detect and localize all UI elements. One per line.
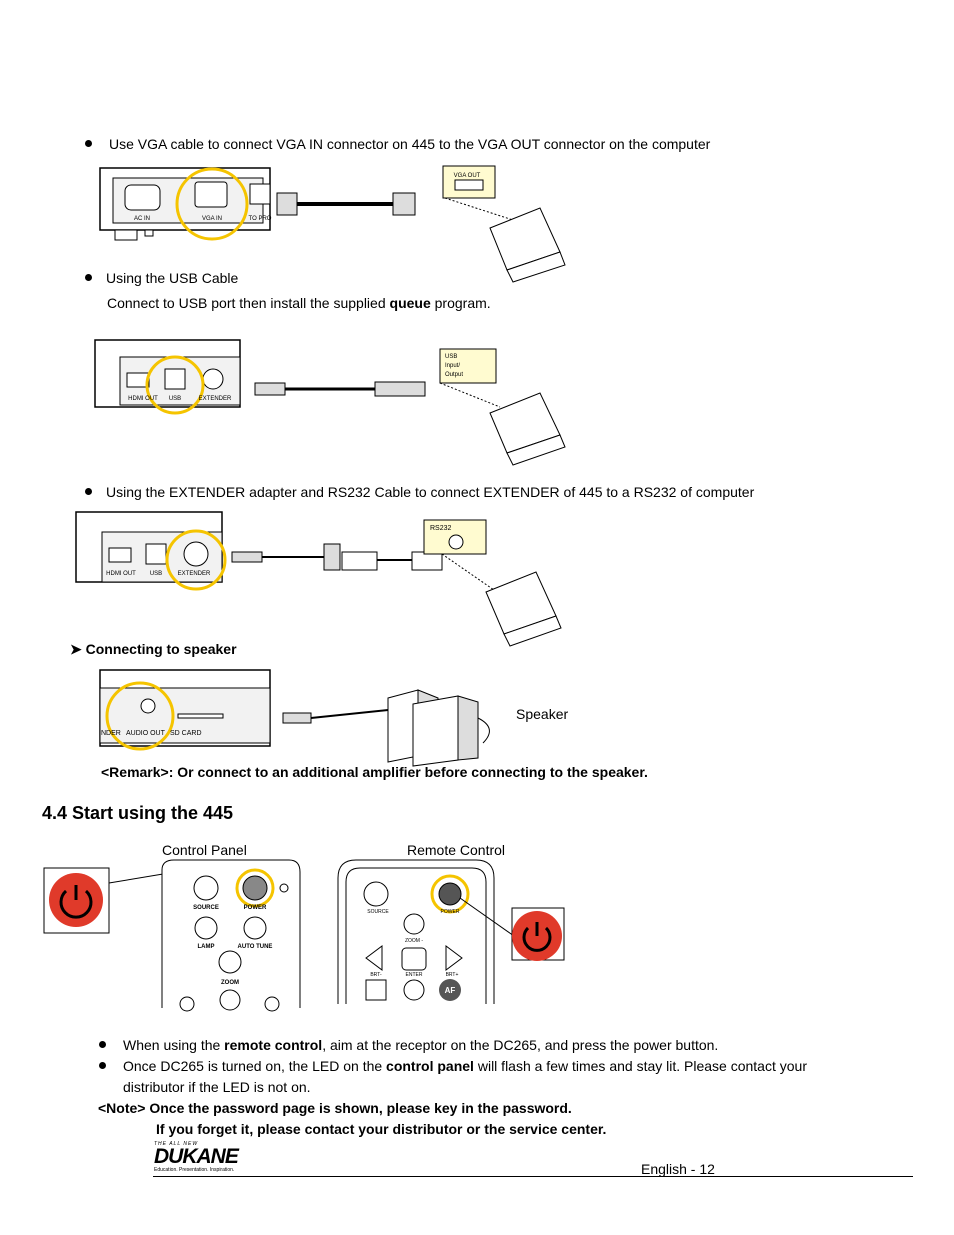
logo-top-text: THE ALL NEW [154, 1141, 199, 1147]
speaker-port-sd-card: SD CARD [170, 730, 202, 737]
page-number: English - 12 [641, 1161, 715, 1177]
remote-btn-brt-plus: BRT+ [446, 972, 459, 978]
usb-port-extender: EXTENDER [199, 396, 232, 402]
speaker-heading-text: Connecting to speaker [85, 641, 237, 657]
usb-desc-pre: Connect to USB port then install the sup… [107, 295, 390, 311]
remote-btn-source: SOURCE [367, 909, 389, 915]
remote-btn-zoom: ZOOM - [405, 938, 423, 944]
usb-desc-bold: queue [389, 295, 431, 311]
panel-btn-lamp: LAMP [198, 944, 215, 950]
speaker-connection-figure: NDER AUDIO OUT SD CARD [99, 669, 490, 767]
speaker-remark: <Remark>: Or connect to an additional am… [101, 764, 648, 780]
instruction-remote: When using the remote control, aim at th… [123, 1037, 718, 1053]
note-line-2: If you forget it, please contact your di… [156, 1121, 607, 1137]
logo-text: DUKANE [154, 1145, 239, 1168]
footer-rule [153, 1176, 913, 1177]
panel-btn-source: SOURCE [193, 905, 219, 911]
dukane-logo: THE ALL NEW DUKANE Education. Presentati… [154, 1141, 254, 1173]
bullet-icon [99, 1062, 106, 1069]
usb-laptop-label-1: USB [445, 354, 457, 360]
ext-port-extender: EXTENDER [178, 571, 211, 577]
panel-btn-auto-tune: AUTO TUNE [238, 944, 273, 950]
instruction-remote-bold: remote control [224, 1037, 323, 1053]
instruction-panel-pre: Once DC265 is turned on, the LED on the [123, 1058, 387, 1074]
bullet-icon [85, 140, 92, 147]
speaker-label: Speaker [516, 706, 569, 722]
speaker-port-nder: NDER [101, 730, 121, 737]
usb-connection-figure: HDMI OUT USB EXTENDER USB Input/ Output [94, 339, 566, 466]
remote-control-figure: SOURCE POWER ZOOM - BRT- ENTER BRT+ AF [337, 859, 565, 1004]
remote-btn-af: AF [445, 986, 456, 995]
vga-connection-figure: AC IN VGA IN TO PRO VGA OUT [99, 165, 566, 283]
panel-btn-power: POWER [244, 905, 267, 911]
ext-laptop-label: RS232 [430, 525, 452, 532]
ext-port-hdmi: HDMI OUT [106, 571, 136, 577]
extender-connection-figure: HDMI OUT USB EXTENDER RS232 [75, 511, 562, 647]
arrow-bullet-icon: ➤ [70, 641, 86, 657]
bullet-icon [85, 488, 92, 495]
extender-bullet-text: Using the EXTENDER adapter and RS232 Cab… [106, 484, 755, 500]
speaker-heading: ➤ Connecting to speaker [70, 641, 237, 658]
vga-port-ac-in: AC IN [134, 216, 150, 222]
usb-laptop-label-3: Output [445, 372, 463, 378]
bullet-icon [99, 1041, 106, 1048]
usb-bullet-text: Using the USB Cable [106, 270, 239, 286]
logo-tagline: Education. Presentation. Inspiration. [154, 1167, 235, 1173]
vga-laptop-label: VGA OUT [454, 173, 481, 179]
note-line-1: <Note> Once the password page is shown, … [98, 1100, 572, 1116]
control-panel-label: Control Panel [162, 842, 247, 858]
usb-description: Connect to USB port then install the sup… [107, 295, 491, 311]
remote-btn-enter: ENTER [406, 972, 423, 978]
instruction-panel-line2: distributor if the LED is not on. [123, 1079, 311, 1095]
section-heading: 4.4 Start using the 445 [42, 803, 234, 823]
remote-btn-brt-minus: BRT- [370, 972, 382, 978]
usb-desc-post: program. [430, 295, 491, 311]
vga-bullet-text: Use VGA cable to connect VGA IN connecto… [109, 136, 711, 152]
vga-port-vga-in: VGA IN [202, 216, 222, 222]
usb-laptop-label-2: Input/ [445, 363, 460, 369]
instruction-panel-bold: control panel [386, 1058, 474, 1074]
usb-port-usb: USB [169, 396, 181, 402]
usb-port-hdmi: HDMI OUT [128, 396, 158, 402]
speaker-port-audio-out: AUDIO OUT [126, 730, 166, 737]
ext-port-usb: USB [150, 571, 162, 577]
panel-btn-zoom: ZOOM [221, 980, 239, 986]
remote-btn-power: POWER [441, 909, 460, 915]
vga-port-to-pro: TO PRO [249, 216, 272, 222]
control-panel-figure: SOURCE POWER LAMP AUTO TUNE ZOOM [43, 859, 301, 1012]
instruction-remote-post: , aim at the receptor on the DC265, and … [322, 1037, 719, 1053]
instruction-panel: Once DC265 is turned on, the LED on the … [123, 1058, 807, 1074]
instruction-panel-post: will flash a few times and stay lit. Ple… [473, 1058, 807, 1074]
remote-control-label: Remote Control [407, 842, 506, 858]
bullet-icon [85, 274, 92, 281]
instruction-remote-pre: When using the [123, 1037, 225, 1053]
